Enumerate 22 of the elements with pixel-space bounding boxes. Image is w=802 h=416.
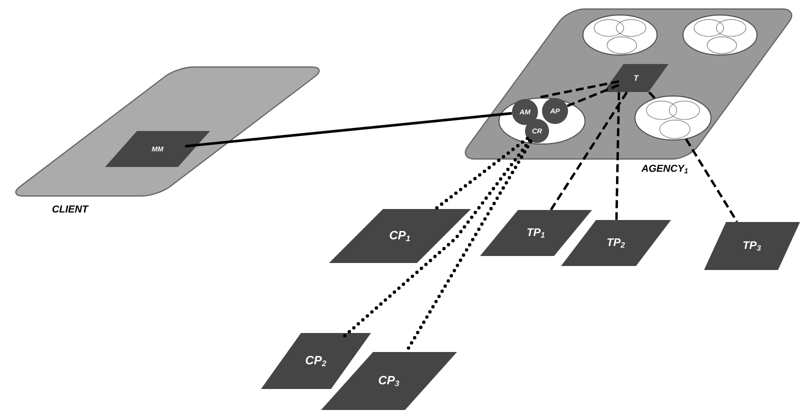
process-box: TP$_{3}$ bbox=[704, 222, 800, 270]
connector bbox=[538, 80, 620, 99]
connector bbox=[615, 92, 620, 220]
process-box: CP$_{1}$ bbox=[329, 209, 471, 263]
process-box: TP$_{2}$ bbox=[561, 220, 671, 266]
connector bbox=[340, 139, 532, 340]
node-label: TP$_{2}$ bbox=[607, 238, 625, 248]
connector bbox=[566, 84, 620, 108]
process-box: T bbox=[604, 64, 668, 92]
node-label: AGENCY$_{1}$ bbox=[641, 164, 688, 174]
connector bbox=[648, 91, 656, 100]
connector bbox=[685, 138, 738, 222]
ellipse-drawing bbox=[682, 14, 758, 56]
connector bbox=[184, 112, 512, 148]
node-label: CLIENT bbox=[52, 205, 89, 213]
connector bbox=[550, 92, 628, 210]
ellipse-drawing bbox=[634, 96, 712, 140]
ellipse-drawing bbox=[582, 14, 658, 56]
process-box: TP$_{1}$ bbox=[480, 210, 592, 256]
node-label: TP$_{1}$ bbox=[527, 228, 545, 238]
process-box: CP$_{2}$ bbox=[261, 333, 371, 389]
node-label: CP$_{3}$ bbox=[378, 376, 400, 386]
